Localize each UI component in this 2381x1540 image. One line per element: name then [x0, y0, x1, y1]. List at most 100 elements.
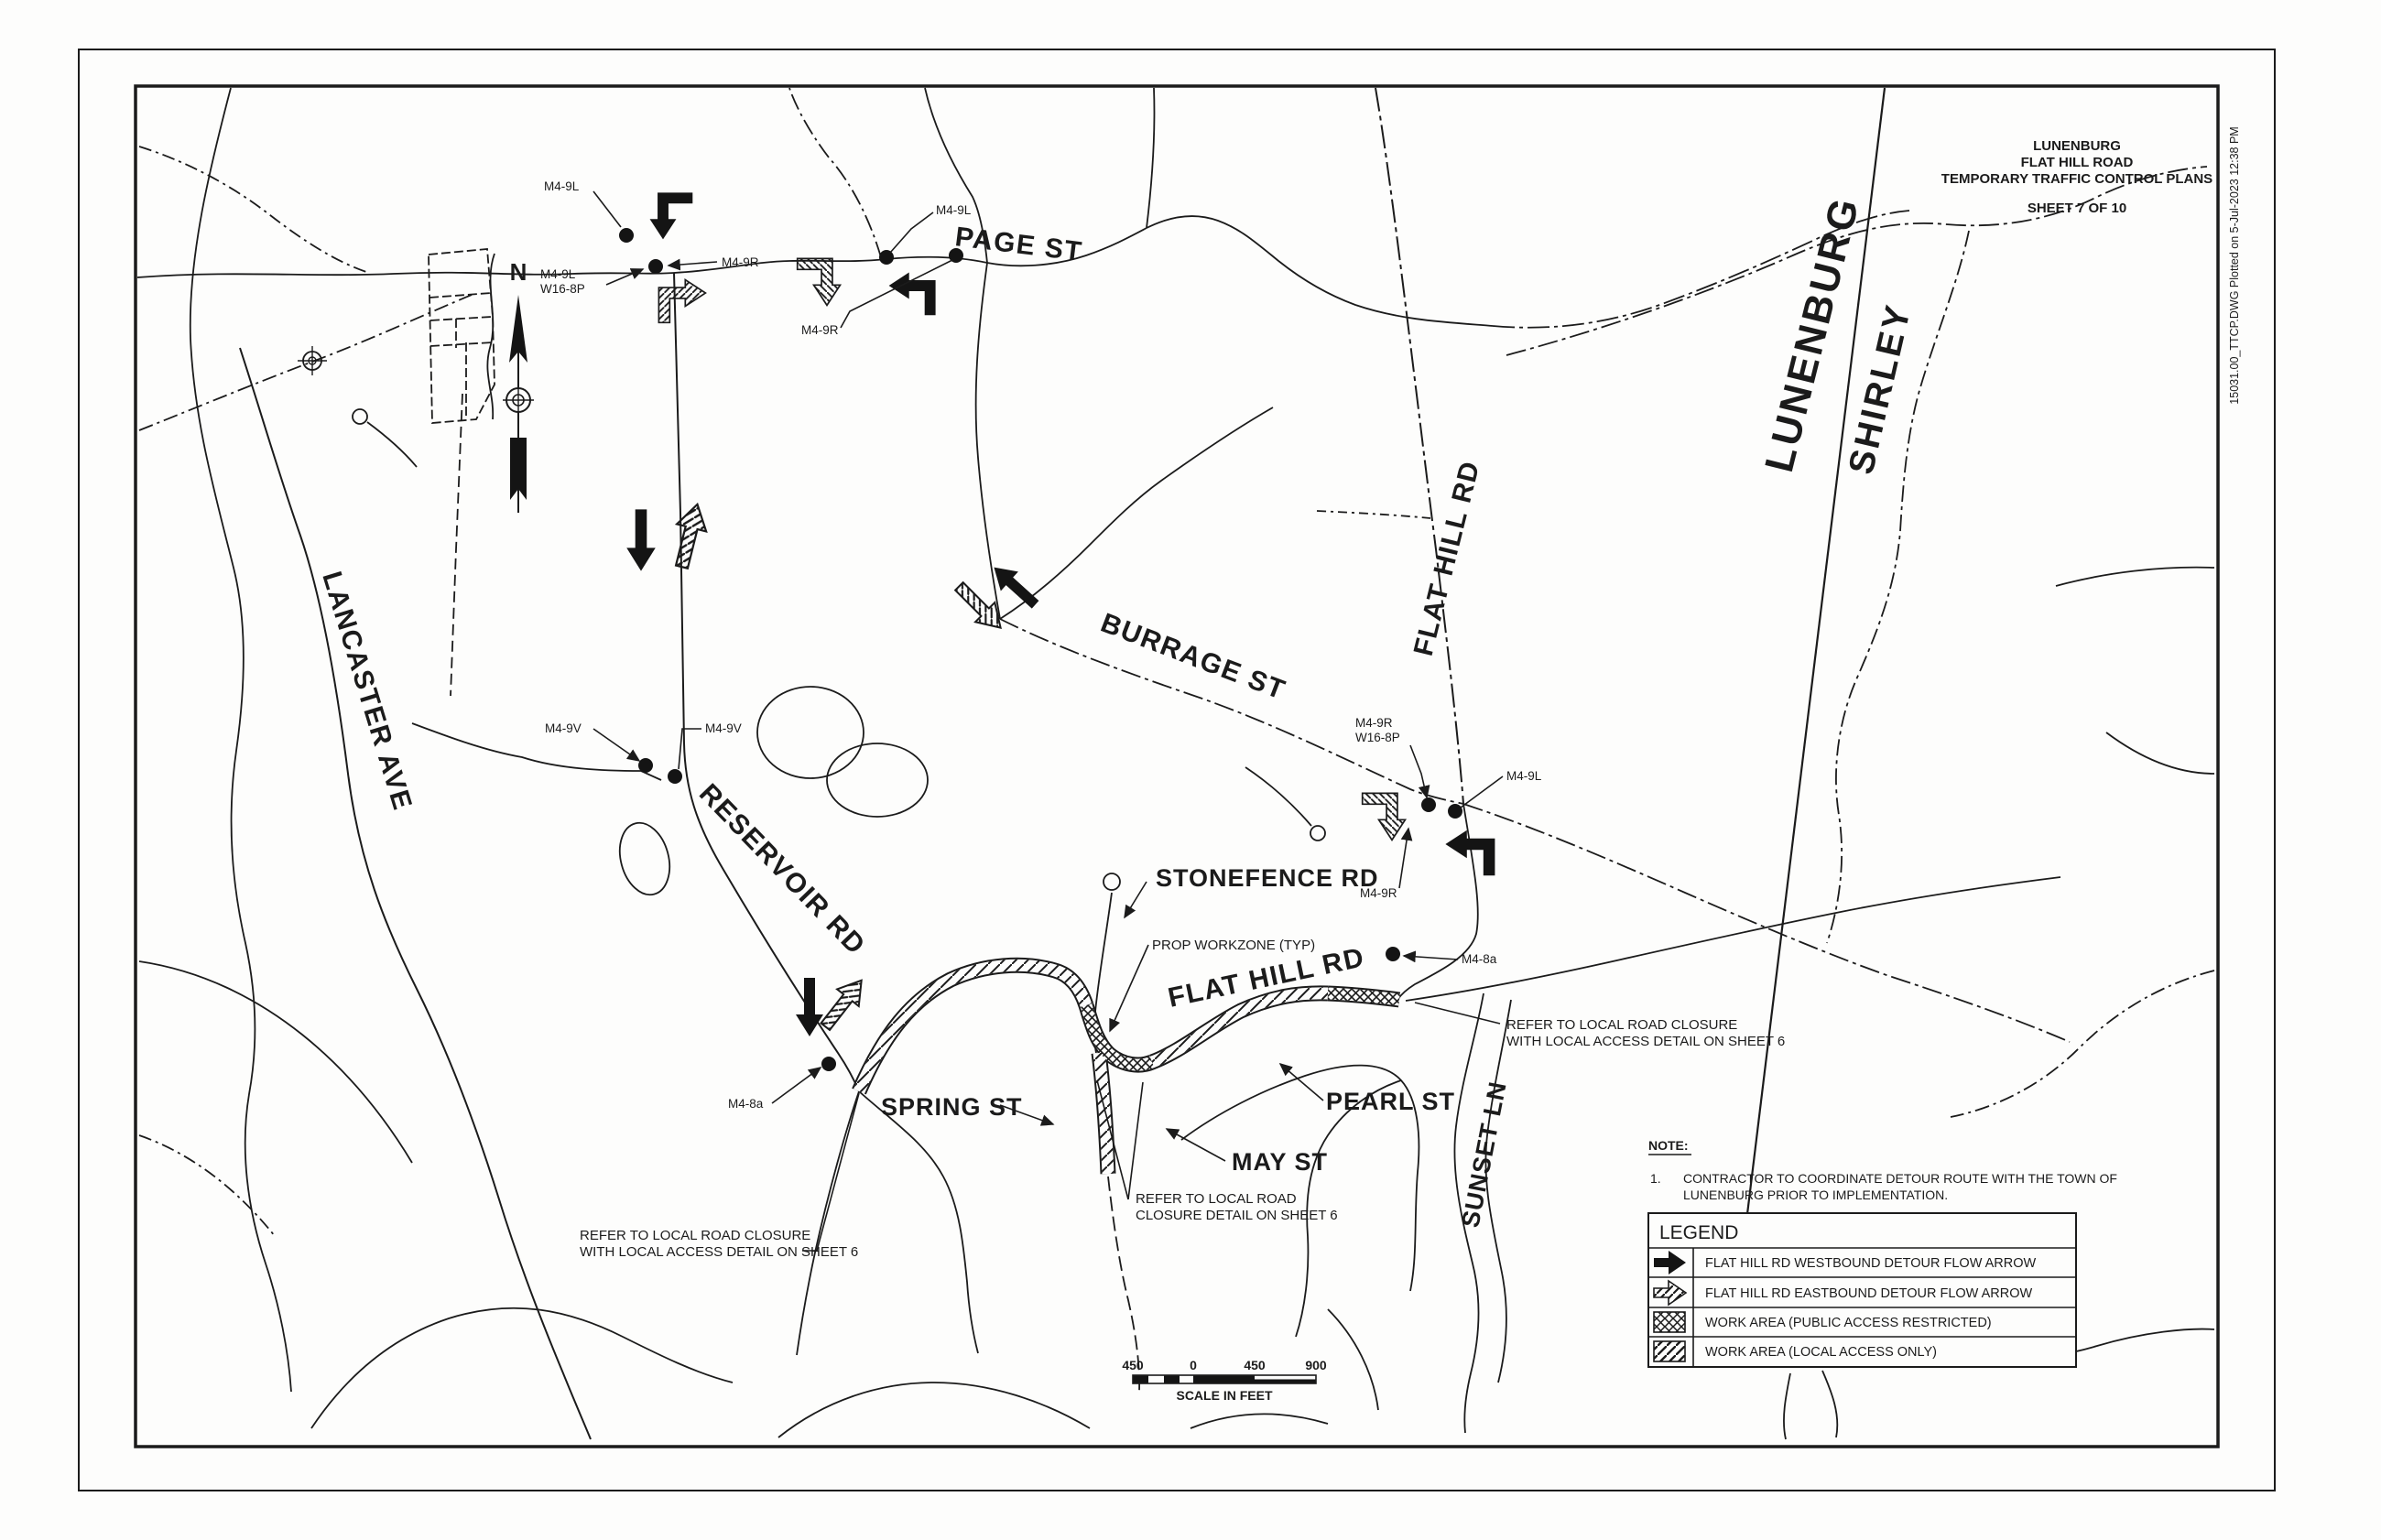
scale-tick-label: 0	[1190, 1358, 1197, 1372]
road-line-sw-3	[310, 1307, 734, 1429]
westbound-detour-arrow	[888, 272, 936, 316]
sign-label-m4-8a: M4-8a	[728, 1097, 764, 1111]
leader	[771, 1067, 822, 1104]
legend-item-label: FLAT HILL RD WESTBOUND DETOUR FLOW ARROW	[1705, 1256, 2037, 1271]
leader	[1409, 744, 1430, 799]
sign-labels: M4-9L M4-9R M4-9L W16-8P M4-9L M4-9R M4-…	[540, 179, 1542, 1111]
leader	[1096, 1079, 1129, 1200]
sign-dot	[1386, 947, 1400, 961]
westbound-detour-arrows	[626, 192, 1495, 1036]
sign-dot	[1421, 797, 1436, 812]
note-item-number: 1.	[1650, 1171, 1661, 1186]
westbound-detour-arrow	[796, 978, 823, 1036]
sign-label-m4-9v: M4-9V	[705, 721, 742, 735]
leader	[667, 258, 718, 271]
road-line-flat-hill-mid	[1397, 803, 1479, 1001]
road-line-burrage-ne-spur	[999, 407, 1274, 620]
westbound-detour-arrow	[626, 509, 656, 571]
legend-symbol-local-access-work-area-icon	[1653, 1340, 1686, 1362]
property-line-short	[1316, 510, 1431, 519]
sign-label-m4-9v: M4-9V	[545, 721, 582, 735]
leader	[593, 728, 641, 762]
callout-refer-east-line1: REFER TO LOCAL ROAD CLOSURE	[1506, 1017, 1737, 1033]
sign-label-m4-9l: M4-9L	[936, 203, 972, 217]
street-label-lancaster: LANCASTER AVE	[316, 568, 418, 814]
note-line2: LUNENBURG PRIOR TO IMPLEMENTATION.	[1683, 1188, 1948, 1202]
street-label-sunset: SUNSET LN	[1456, 1079, 1511, 1230]
road-line-page-st	[136, 227, 1147, 278]
scale-tick-label: 450	[1244, 1358, 1266, 1372]
property-line-vertical	[450, 393, 463, 697]
road-line-e-1	[2055, 566, 2215, 587]
callout-refer-sw-line1: REFER TO LOCAL ROAD CLOSURE	[580, 1228, 810, 1243]
road-line-flat-hill-north	[1375, 87, 1464, 805]
sign-dot	[879, 250, 894, 265]
leader	[999, 1104, 1055, 1126]
leader	[1278, 1062, 1324, 1101]
leader	[1414, 1002, 1501, 1025]
road-line-topleft	[138, 146, 367, 273]
eastbound-detour-arrow	[666, 499, 713, 572]
sign-label-m4-8a: M4-8a	[1462, 952, 1497, 966]
road-line-lancaster-ave	[239, 347, 592, 1440]
leader	[1165, 1128, 1226, 1162]
road-line-se-2	[1821, 1370, 1839, 1438]
sign-label-m4-9l: M4-9L	[1506, 769, 1542, 783]
leader	[1398, 827, 1413, 889]
legend-item-label: FLAT HILL RD EASTBOUND DETOUR FLOW ARROW	[1705, 1286, 2032, 1301]
road-line-pearl-inner	[1295, 1079, 1402, 1338]
leader	[840, 259, 953, 329]
sign-label-m4-9r: M4-9R	[801, 323, 839, 337]
callout-prop-workzone: PROP WORKZONE (TYP)	[1152, 938, 1315, 953]
road-line-sunset-ln-b	[1484, 999, 1512, 1383]
road-line-sunset-ln-a	[1453, 992, 1484, 1434]
sign-label-m4-9l: M4-9L	[544, 179, 580, 193]
leader	[1124, 881, 1147, 919]
title-block: LUNENBURG FLAT HILL ROAD TEMPORARY TRAFF…	[1941, 138, 2212, 216]
road-end-circle	[1310, 825, 1326, 841]
westbound-detour-arrow	[1445, 830, 1495, 876]
road-line-s-1	[1190, 1413, 1329, 1429]
work-zone-band	[852, 957, 1401, 1175]
legend-symbol-westbound-arrow-icon	[1654, 1251, 1686, 1274]
sign-location-dots	[619, 228, 1462, 1071]
town-labels: LUNENBURG SHIRLEY	[1756, 192, 1919, 478]
legend-symbol-restricted-work-area-icon	[1653, 1311, 1686, 1333]
eastbound-detour-arrow	[658, 278, 707, 324]
sign-label-m4-9r: M4-9R	[1360, 886, 1397, 900]
leader	[678, 728, 701, 770]
leader-lines	[593, 190, 1504, 1252]
road-line-north-spur	[1146, 87, 1156, 229]
callout-refer-may-line1: REFER TO LOCAL ROAD	[1136, 1191, 1297, 1207]
road-line-reservoir-rd	[673, 272, 860, 1092]
road-line-small-tail	[366, 421, 418, 468]
road-line-e-3	[1950, 970, 2215, 1118]
road-line-s-2	[1327, 1308, 1379, 1411]
title-line3: TEMPORARY TRAFFIC CONTROL PLANS	[1941, 171, 2212, 187]
note-heading: NOTE:	[1648, 1138, 1689, 1153]
leader	[1402, 950, 1459, 963]
street-label-stonefence: STONEFENCE RD	[1156, 864, 1379, 892]
sign-dot	[949, 248, 963, 263]
note-line1: CONTRACTOR TO COORDINATE DETOUR ROUTE WI…	[1683, 1171, 2117, 1186]
street-label-reservoir: RESERVOIR RD	[693, 778, 872, 961]
scale-caption: SCALE IN FEET	[1176, 1388, 1272, 1403]
street-label-pearl: PEARL ST	[1326, 1088, 1455, 1115]
sign-label-m4-9l: M4-9L	[540, 267, 576, 281]
street-labels: PAGE ST LANCASTER AVE RESERVOIR RD BURRA…	[316, 222, 1511, 1230]
sign-label-m4-9r: M4-9R	[1355, 716, 1393, 730]
scale-tick-label: 900	[1305, 1358, 1327, 1372]
callout-refer-may-line2: CLOSURE DETAIL ON SHEET 6	[1136, 1208, 1338, 1223]
leader	[1127, 1081, 1144, 1200]
road-line-sw-2	[138, 1134, 276, 1237]
road-line-sw-4	[777, 1382, 1091, 1438]
town-boundary-line	[1727, 87, 1886, 1365]
road-line-reservoir-south	[796, 1090, 860, 1356]
north-label: N	[510, 258, 527, 286]
road-line-burrage-st	[999, 618, 1464, 805]
title-line2: FLAT HILL ROAD	[2021, 155, 2134, 170]
street-label-burrage: BURRAGE ST	[1096, 608, 1289, 706]
sign-dot	[619, 228, 634, 243]
westbound-detour-arrow	[649, 192, 693, 240]
